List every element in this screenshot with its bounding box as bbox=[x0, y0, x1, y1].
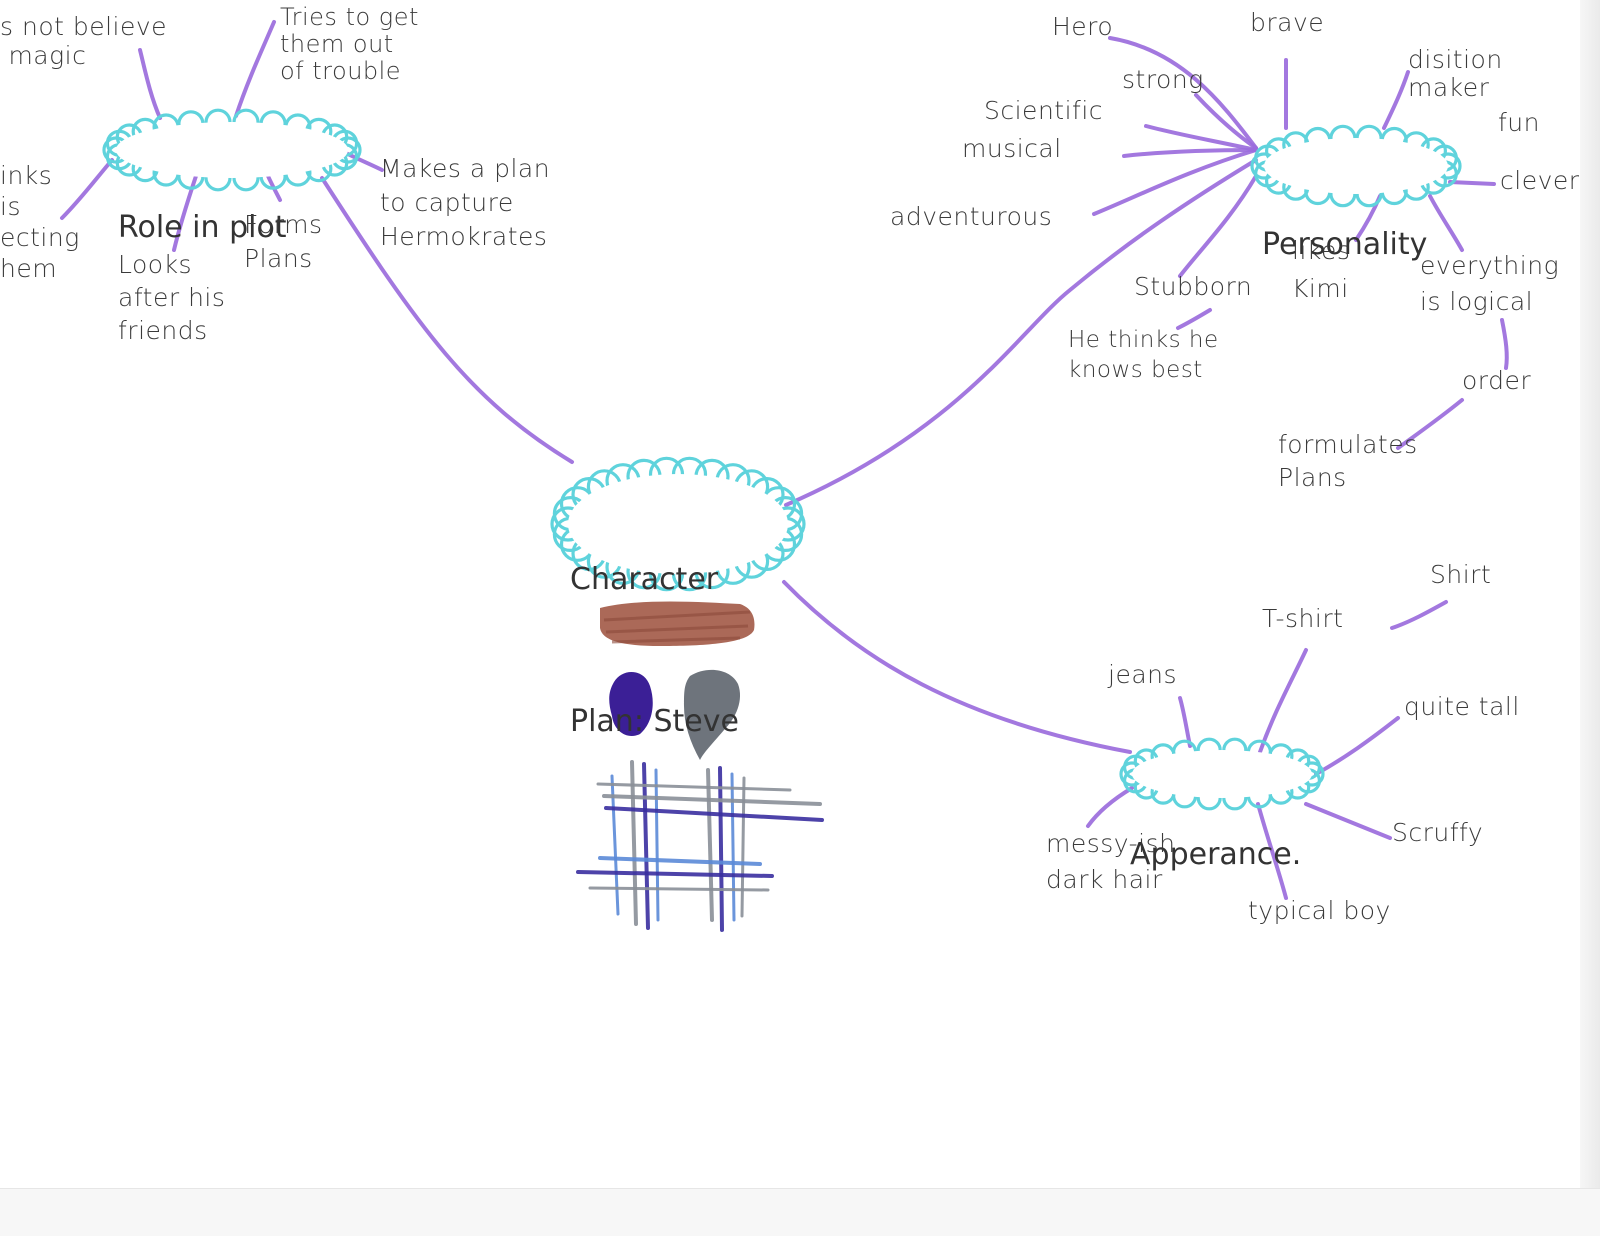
hub-label-personality: Personality bbox=[1262, 135, 1427, 355]
branch-pers-scientific bbox=[1144, 124, 1258, 152]
branch-lines bbox=[60, 20, 1509, 900]
label-jeans: jeans bbox=[1108, 660, 1178, 689]
label-typical-boy: typical boy bbox=[1248, 896, 1391, 925]
branch-role-thinks bbox=[60, 158, 114, 220]
branch-role-looks bbox=[172, 174, 198, 252]
branch-pers-hero bbox=[1108, 36, 1258, 150]
cloud-appearance-fill bbox=[1132, 750, 1312, 798]
plaid-stroke bbox=[576, 870, 774, 878]
label-shirt: Shirt bbox=[1430, 560, 1492, 589]
hub-line-personality: Personality bbox=[1262, 227, 1428, 262]
hub-line-character: Character bbox=[570, 562, 719, 597]
scan-edge-right bbox=[1580, 0, 1600, 1236]
label-scruffy: Scruffy bbox=[1392, 818, 1484, 847]
branch-pers-stubborn-thinks bbox=[1176, 308, 1212, 330]
branch-main-appearance bbox=[782, 580, 1132, 754]
branch-app-jeans bbox=[1178, 696, 1192, 748]
branch-app-quite-tall bbox=[1314, 716, 1400, 776]
label-looks-after-friends: Looks after his friends bbox=[118, 250, 226, 345]
branch-pers-order-formulates bbox=[1396, 398, 1464, 450]
branch-pers-logical-order bbox=[1500, 318, 1509, 370]
branch-pers-logical bbox=[1428, 194, 1464, 252]
plaid-stroke bbox=[602, 794, 822, 806]
plaid-stroke bbox=[630, 760, 638, 926]
cloud-personality bbox=[1250, 124, 1462, 208]
cloud-appearance bbox=[1119, 737, 1325, 811]
branch-pers-musical bbox=[1122, 148, 1258, 158]
label-forms-plans: Forms Plans bbox=[244, 210, 323, 273]
hub-line-plan-steve: Plan: Steve bbox=[570, 704, 739, 739]
label-t-shirt: T-shirt bbox=[1262, 604, 1344, 633]
branch-pers-decision bbox=[1382, 70, 1410, 130]
hub-label-character-plan: Character Plan: Steve bbox=[570, 470, 739, 832]
label-order: order bbox=[1462, 366, 1532, 395]
hub-line-appearance: Apperance. bbox=[1130, 837, 1302, 872]
label-thinks-is-protecting: inks is ecting hem bbox=[0, 161, 80, 283]
cloud-role-fill bbox=[116, 122, 348, 178]
label-adventurous: adventurous bbox=[890, 202, 1053, 231]
cloud-center bbox=[550, 456, 806, 592]
label-decision-maker: disition maker bbox=[1408, 45, 1503, 102]
label-everything-is-logical: everything is logical bbox=[1420, 251, 1560, 316]
plaid-stroke bbox=[604, 806, 824, 822]
label-not-believe-magic: s not believe magic bbox=[0, 12, 168, 70]
label-quite-tall: quite tall bbox=[1404, 692, 1520, 721]
label-clever: clever bbox=[1500, 166, 1580, 195]
label-he-thinks-he-knows-best: He thinks he knows best bbox=[1068, 327, 1219, 383]
label-fun: fun bbox=[1498, 108, 1540, 137]
scan-edge-bottom bbox=[0, 1188, 1600, 1236]
plaid-stroke bbox=[706, 768, 714, 922]
character-sketch bbox=[576, 601, 824, 932]
branch-app-messy bbox=[1086, 786, 1134, 828]
branch-role-tries bbox=[234, 20, 276, 118]
plaid-stroke bbox=[718, 766, 724, 932]
plaid-stroke bbox=[642, 762, 650, 930]
hub-clouds bbox=[102, 108, 1462, 811]
label-brave: brave bbox=[1250, 8, 1325, 37]
branch-pers-strong bbox=[1194, 93, 1258, 150]
label-makes-a-plan: Makes a plan to capture Hermokrates bbox=[380, 154, 551, 251]
branch-main-role bbox=[320, 176, 574, 464]
branch-app-tshirt bbox=[1258, 648, 1308, 754]
plaid-stroke bbox=[610, 774, 620, 916]
hub-label-role-in-plot: Role in plot bbox=[118, 118, 287, 338]
label-formulates-plans: formulates Plans bbox=[1278, 430, 1418, 492]
branch-app-scruffy bbox=[1304, 802, 1392, 840]
plaid-stroke bbox=[740, 776, 746, 918]
plaid-stroke bbox=[654, 768, 660, 922]
hub-label-appearance: Apperance. bbox=[1130, 745, 1301, 965]
branch-main-personality bbox=[784, 158, 1258, 507]
eye-left-blob bbox=[609, 671, 653, 736]
eye-right-blob bbox=[684, 669, 741, 760]
label-tries-to-get-them-out: Tries to get them out of trouble bbox=[280, 3, 419, 85]
branch-pers-stubborn bbox=[1178, 174, 1258, 278]
cloud-role bbox=[102, 108, 362, 192]
label-musical: musical bbox=[962, 134, 1062, 163]
branch-pers-clever bbox=[1448, 180, 1496, 186]
cloud-personality-fill bbox=[1264, 138, 1448, 194]
plaid-stroke bbox=[730, 772, 736, 922]
plaid-stroke bbox=[588, 886, 770, 892]
branch-role-not-believe bbox=[138, 48, 162, 120]
label-likes-kimi: likes Kimi bbox=[1292, 236, 1351, 303]
plaid-stroke bbox=[598, 856, 762, 866]
branch-pers-adventurous bbox=[1092, 148, 1258, 216]
label-scientific: Scientific bbox=[984, 96, 1104, 125]
hub-line-role: Role in plot bbox=[118, 210, 287, 245]
plaid-stroke bbox=[596, 782, 792, 792]
label-stubborn: Stubborn bbox=[1134, 272, 1253, 301]
hair-strokes bbox=[603, 610, 751, 644]
branch-app-shirt bbox=[1390, 600, 1448, 630]
label-messy-dark-hair: messy-ish dark hair bbox=[1046, 829, 1176, 894]
cloud-center-fill bbox=[568, 474, 788, 574]
label-hero: Hero bbox=[1052, 12, 1114, 41]
branch-app-typical-boy bbox=[1256, 802, 1288, 900]
label-strong: strong bbox=[1122, 65, 1204, 94]
